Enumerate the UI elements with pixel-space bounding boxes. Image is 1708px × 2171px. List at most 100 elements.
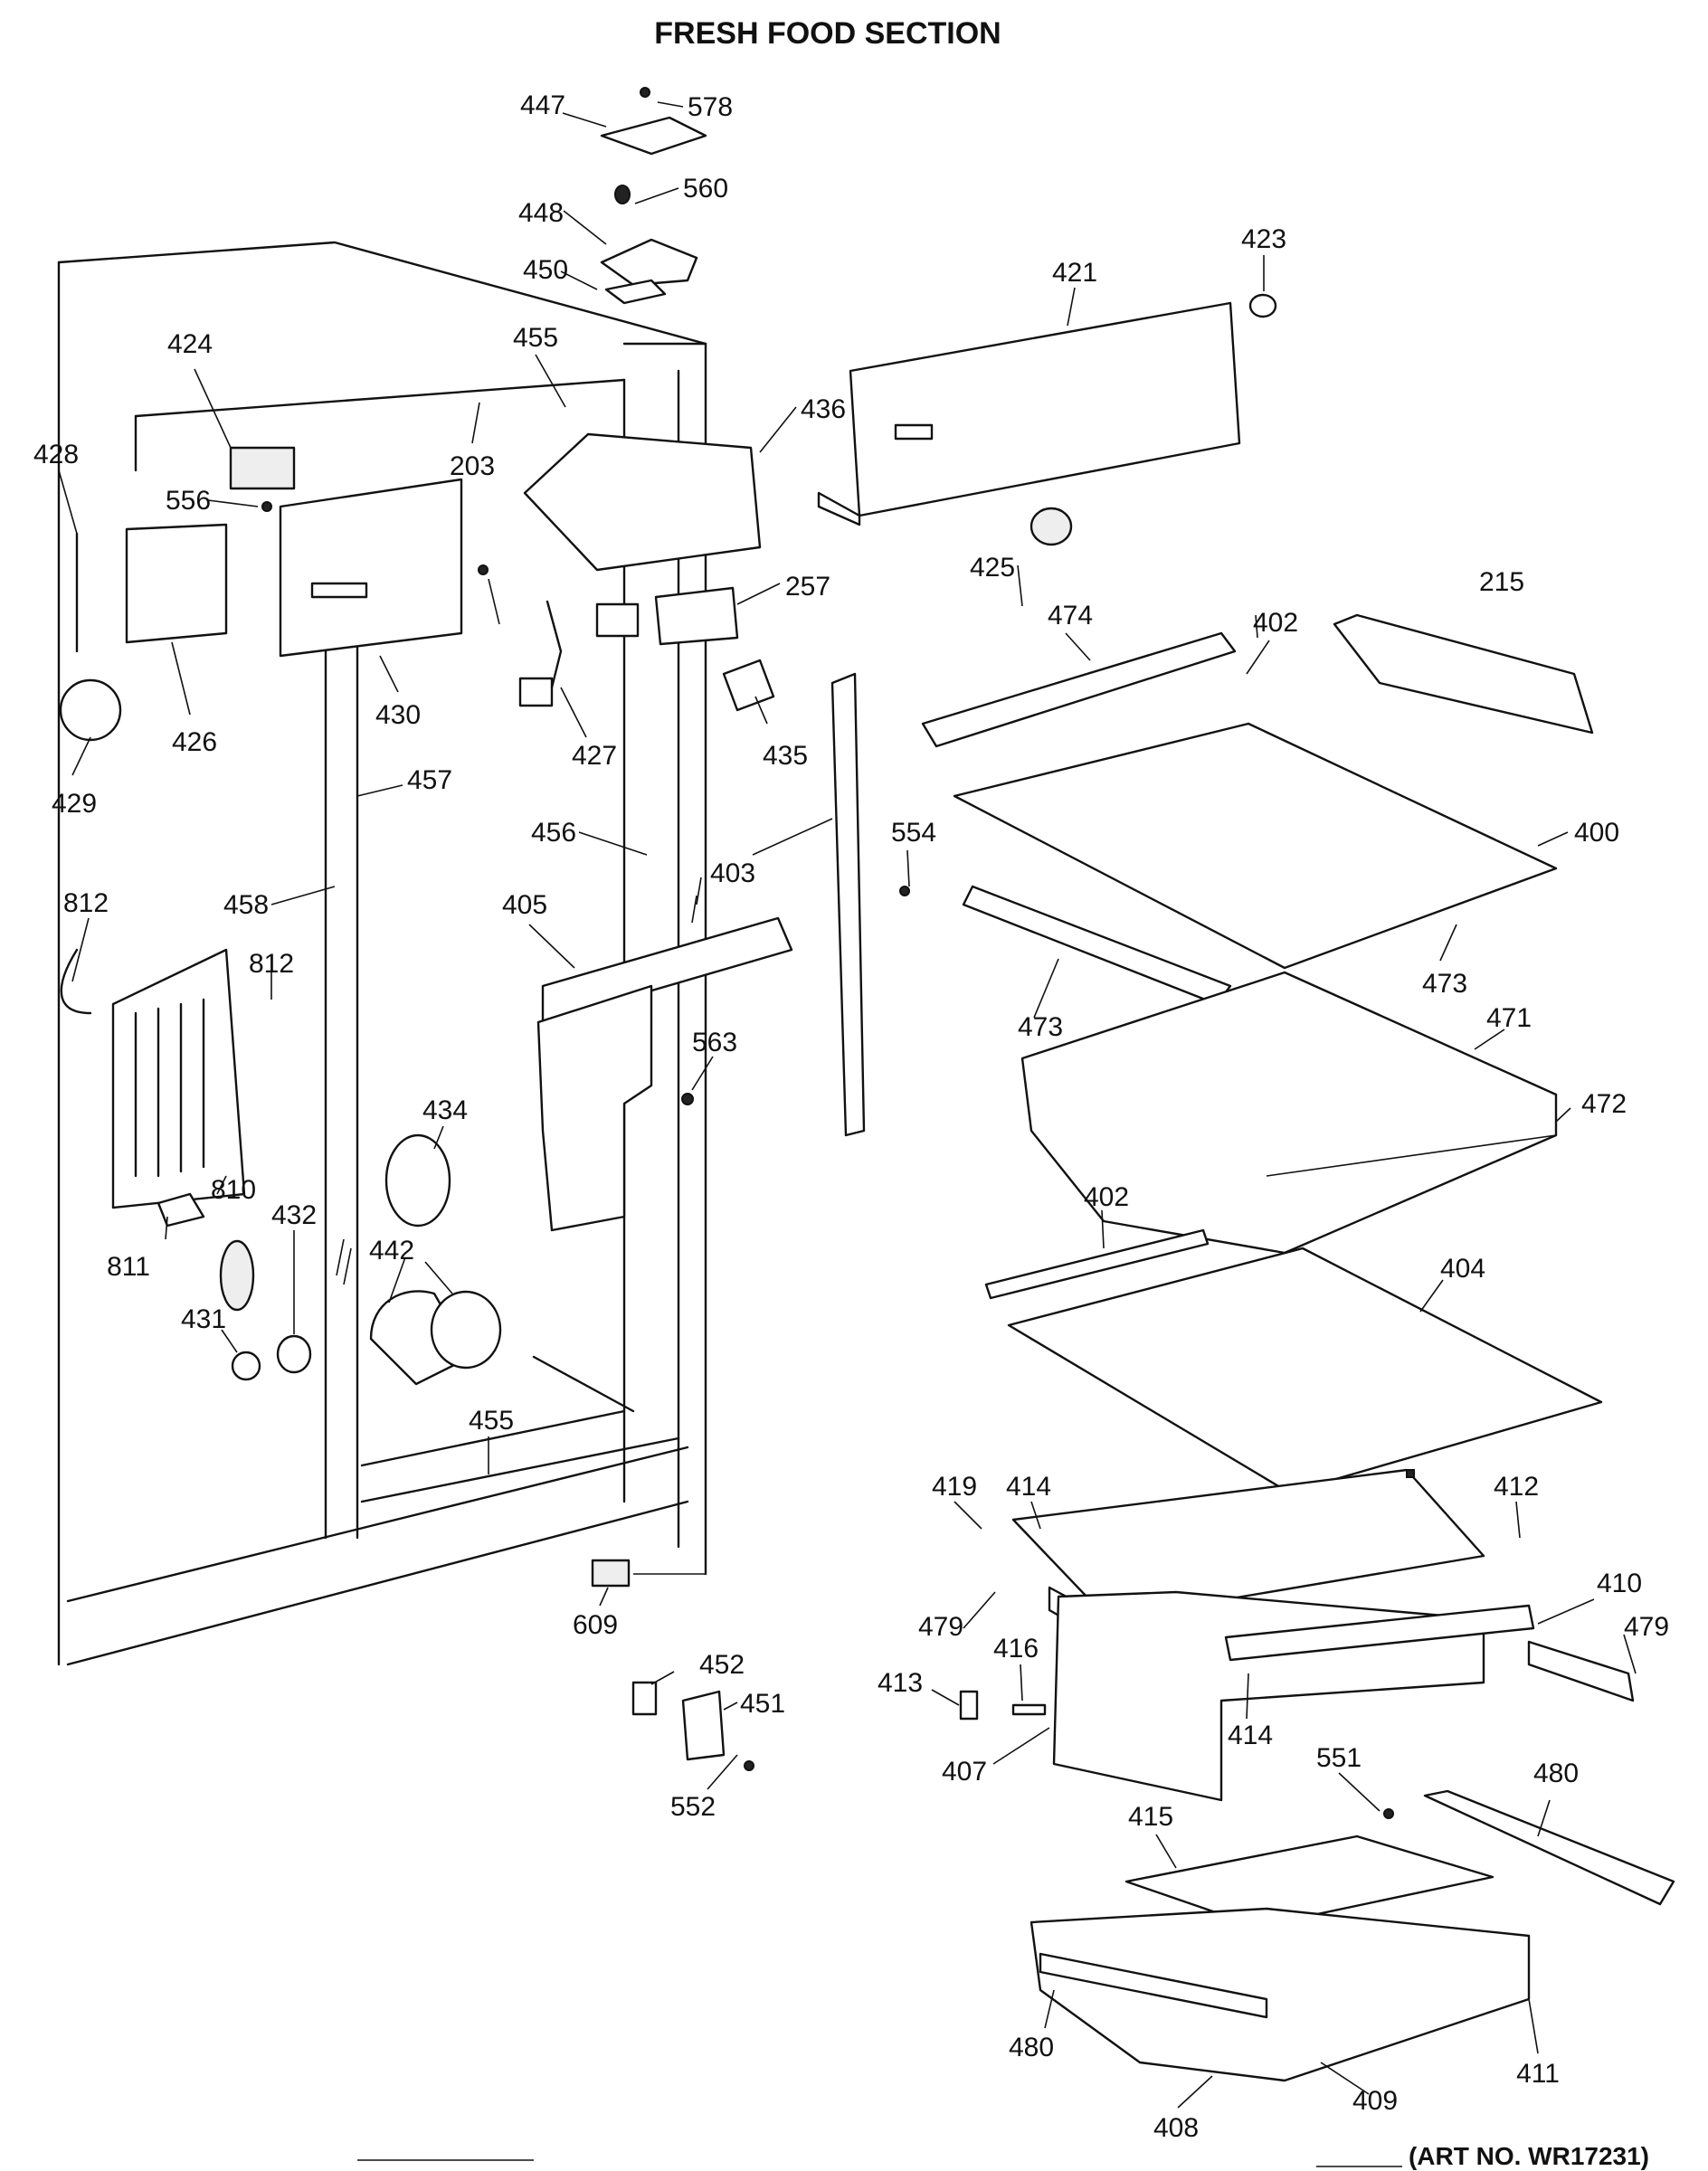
art-number: (ART NO. WR17231) [1409,2142,1649,2170]
label-560: 560 [683,174,728,204]
label-472: 472 [1581,1089,1627,1119]
label-412: 412 [1494,1472,1539,1502]
label-551: 551 [1316,1743,1362,1773]
label-407: 407 [942,1757,987,1787]
label-471: 471 [1486,1003,1532,1033]
housing-slot [310,582,368,599]
label-451: 451 [740,1689,785,1719]
bin-215 [1333,613,1594,735]
label-215: 215 [1479,567,1524,597]
clip-412 [1406,1469,1415,1478]
light-housing-426 [125,523,228,644]
grille-434 [384,1133,451,1228]
label-447: 447 [520,90,565,120]
heater-810 [111,948,246,1209]
knob-425 [1030,507,1073,546]
label-448: 448 [518,198,564,228]
dial-429 [59,678,122,742]
hinge-shim [604,279,667,305]
clip-811 [157,1192,205,1228]
socket-431 [231,1351,261,1381]
relay-435 [722,659,775,712]
label-429: 429 [52,789,97,819]
label-474: 474 [1048,601,1093,630]
brackets [536,672,910,1232]
label-423: 423 [1241,224,1286,254]
top-hinge [600,238,698,287]
rail-479-right [1527,1640,1635,1702]
cover-rail-410 [1224,1604,1535,1662]
pan-471 [1020,971,1558,1255]
hinge-cover [600,116,707,156]
screw-554 [899,886,910,896]
part-609 [591,1559,631,1588]
screw-177 [478,564,489,575]
cover-414 [1011,1468,1485,1621]
timer-257 [654,586,739,646]
diagram-title: FRESH FOOD SECTION [654,16,1001,51]
panel-421 [817,293,1277,546]
control-housing-430 [279,478,463,658]
shelf-404 [1007,1247,1603,1494]
label-410: 410 [1597,1569,1642,1598]
label-402b: 402 [1084,1182,1129,1212]
label-442: 442 [369,1236,414,1266]
screw-556 [261,501,272,512]
label-455b: 455 [469,1406,514,1436]
center-controls [478,432,775,712]
connector [595,602,640,638]
clip-413 [959,1690,979,1721]
screw-551 [1383,1808,1394,1819]
label-556: 556 [166,486,211,516]
label-435: 435 [763,741,808,771]
label-411: 411 [1516,2059,1560,2089]
knob-423 [1248,293,1277,318]
label-409: 409 [1352,2086,1398,2116]
label-458: 458 [223,890,269,920]
label-415: 415 [1128,1802,1173,1832]
label-479b: 479 [1624,1612,1669,1642]
label-450: 450 [523,255,568,285]
left-controls [59,446,463,742]
label-257: 257 [785,572,830,602]
spacer-432 [276,1334,312,1374]
screw-560 [614,185,631,204]
screw-552 [744,1760,754,1771]
bracket-405 [536,984,653,1232]
trim-402-lower [984,1228,1210,1300]
label-431: 431 [181,1304,226,1334]
label-414a: 414 [1006,1472,1051,1502]
trim-474 [921,631,1237,748]
label-456: 456 [531,818,576,848]
shelf-400 [953,722,1558,970]
panel-slot [894,423,934,441]
label-428: 428 [33,440,79,469]
label-203: 203 [450,451,495,481]
label-414b: 414 [1228,1721,1273,1750]
connector-2 [518,677,554,707]
label-432: 432 [271,1200,317,1230]
label-812b: 812 [249,949,294,979]
crisper-408 [1030,1907,1531,2082]
label-416: 416 [993,1634,1039,1664]
label-402a: 402 [1253,608,1298,638]
shelves-group [921,613,1675,2082]
label-404: 404 [1440,1254,1485,1284]
lens-431-upper [219,1239,255,1312]
part-labels: 447 578 448 560 450 421 423 424 455 203 … [33,90,1669,2143]
label-436: 436 [801,394,846,424]
motor-442 [430,1290,502,1370]
label-424: 424 [167,329,213,359]
hinge-451 [681,1690,726,1761]
label-427: 427 [572,741,617,771]
label-408: 408 [1153,2113,1199,2143]
rail-480-right [1423,1789,1675,1906]
label-480b: 480 [1009,2033,1054,2062]
label-452: 452 [699,1650,745,1680]
label-421: 421 [1052,258,1097,288]
label-563: 563 [692,1028,737,1057]
screw-578 [640,87,650,98]
left-lower-parts [60,948,754,1771]
label-425: 425 [970,553,1015,583]
top-hinge-group [600,87,707,305]
